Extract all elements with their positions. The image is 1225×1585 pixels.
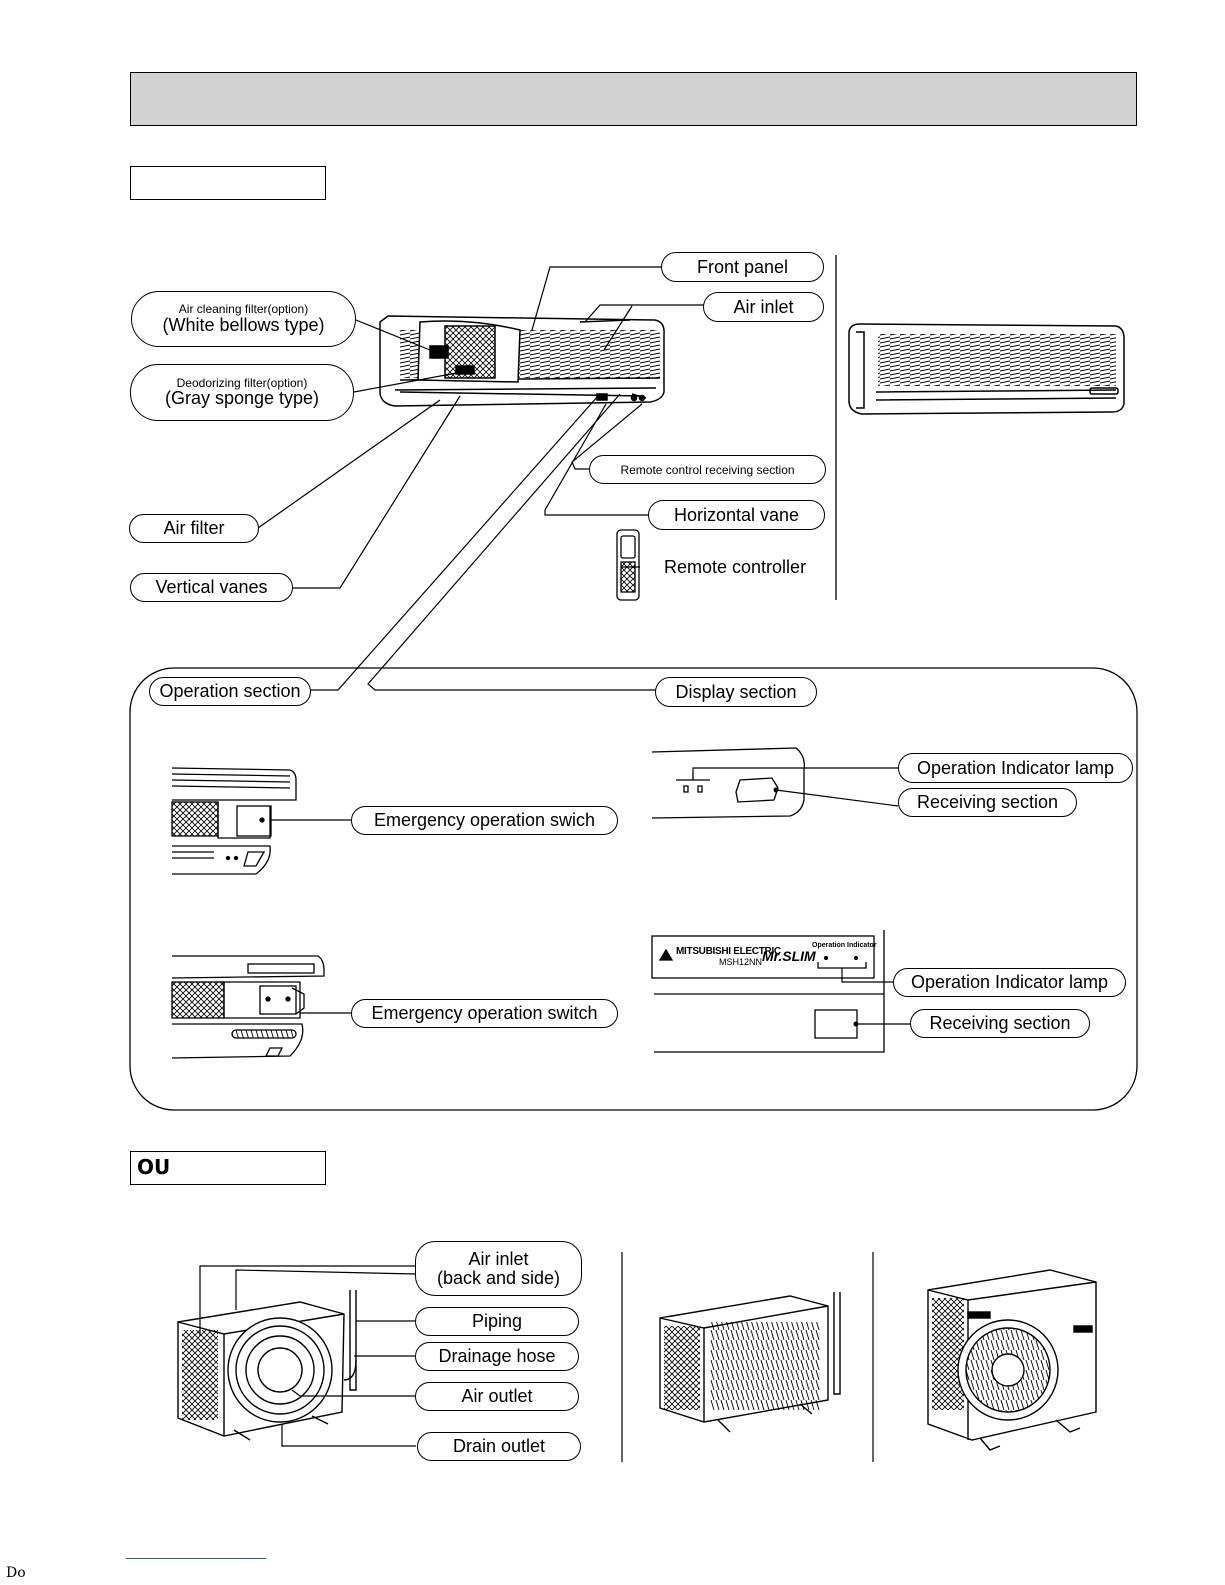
outdoor-unit-2-illustration — [659, 1292, 841, 1433]
label-air-outlet: Air outlet — [415, 1382, 579, 1411]
label-outdoor-air-inlet: Air inlet (back and side) — [415, 1241, 582, 1296]
label-air-filter: Air filter — [129, 514, 259, 543]
label-receiving-section-2: Receiving section — [910, 1009, 1090, 1038]
label-air-inlet: Air inlet — [703, 292, 824, 322]
label-remote-receiving: Remote control receiving section — [589, 455, 826, 484]
model-text: MSH12NN — [719, 957, 763, 967]
outdoor-section-label: OU — [130, 1151, 326, 1185]
label-piping: Piping — [415, 1307, 579, 1336]
label-front-panel: Front panel — [661, 252, 824, 282]
remote-controller-illustration — [616, 529, 640, 601]
outdoor-unit-1-illustration — [177, 1290, 357, 1441]
emergency-switch-detail-2 — [171, 955, 325, 1059]
label-air-cleaning-filter: Air cleaning filter(option) (White bello… — [131, 291, 356, 347]
display-detail-2 — [651, 930, 885, 1053]
label-operation-indicator-2: Operation Indicator lamp — [893, 968, 1126, 997]
label-receiving-section-1: Receiving section — [898, 788, 1077, 817]
operation-indicator-small-label: Operation Indicator — [812, 942, 877, 949]
label-operation-indicator-1: Operation Indicator lamp — [898, 753, 1133, 783]
indoor-unit-illustration — [379, 315, 665, 407]
display-detail-1 — [651, 747, 805, 819]
indoor-unit-alt-illustration — [848, 323, 1125, 415]
operation-display-panel — [129, 667, 1138, 1111]
emergency-switch-detail-1 — [171, 767, 297, 875]
indoor-section-label — [130, 166, 326, 200]
label-vertical-vanes: Vertical vanes — [130, 573, 293, 602]
label-operation-section: Operation section — [149, 677, 311, 706]
brand-text: MITSUBISHI ELECTRIC — [676, 946, 781, 957]
label-display-section: Display section — [655, 677, 817, 707]
footer-link-underline[interactable] — [126, 1558, 266, 1559]
label-drainage-hose: Drainage hose — [415, 1342, 579, 1371]
outdoor-unit-3-illustration — [927, 1269, 1097, 1451]
label-remote-controller: Remote controller — [664, 557, 807, 577]
product-logo: Mr.SLIM — [762, 948, 816, 964]
label-emergency-switch-1: Emergency operation swich — [351, 806, 618, 835]
title-bar — [130, 72, 1137, 126]
label-horizontal-vane: Horizontal vane — [648, 500, 825, 530]
label-emergency-switch-2: Emergency operation switch — [351, 999, 618, 1028]
footer-text: Do — [6, 1565, 26, 1581]
label-drain-outlet: Drain outlet — [417, 1432, 581, 1461]
label-deodorizing-filter: Deodorizing filter(option) (Gray sponge … — [130, 364, 354, 421]
